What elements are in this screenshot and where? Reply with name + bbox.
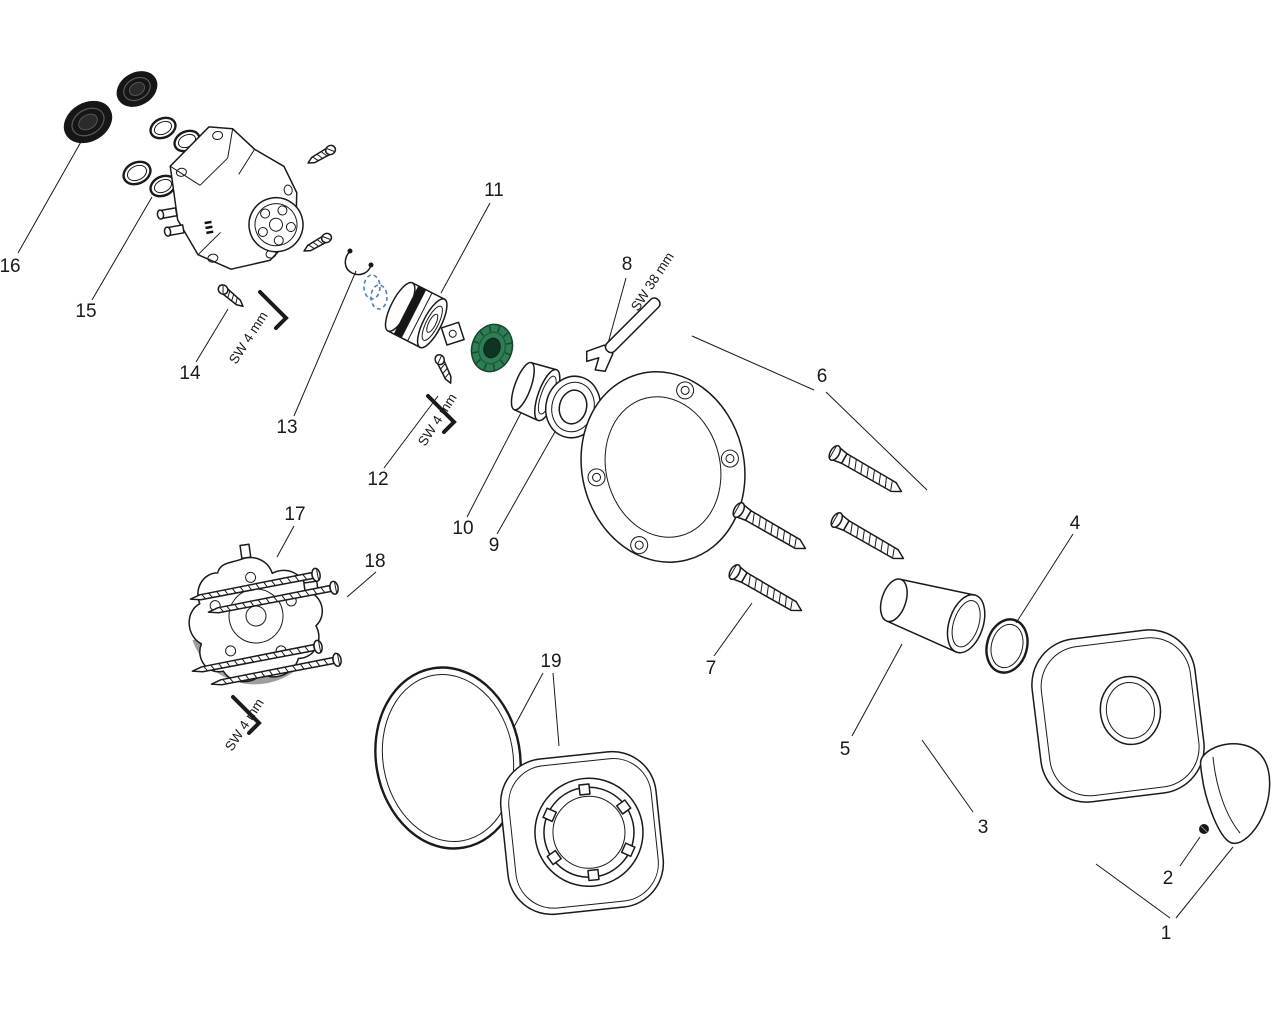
callout-2: 2: [1163, 868, 1174, 889]
callout-3: 3: [978, 817, 989, 838]
part-19-seal-ring: [374, 666, 522, 850]
part-7-screw-a: [730, 500, 811, 557]
leader-2: [1179, 836, 1201, 867]
callout-16: 16: [0, 256, 21, 277]
leader-1b: [1175, 846, 1234, 919]
part-11-cartridge: [384, 281, 465, 349]
callout-11: 11: [484, 180, 504, 201]
callout-17: 17: [284, 504, 305, 525]
part-4-o-ring: [985, 618, 1029, 674]
callout-15: 15: [75, 301, 96, 322]
part-6-screw-b: [828, 510, 909, 567]
callout-19: 19: [540, 651, 561, 672]
leader-18: [346, 571, 377, 598]
callout-1: 1: [1161, 923, 1172, 944]
leader-6b: [825, 391, 928, 491]
part-3-escutcheon: [1031, 629, 1205, 803]
part-19-escutcheon: [499, 750, 665, 916]
leader-lines: [17, 139, 1234, 919]
leader-19a: [513, 672, 544, 728]
callout-13: 13: [276, 417, 297, 438]
part-16-sealing-caps: [63, 71, 158, 144]
part-5-sleeve: [879, 578, 986, 654]
leader-7: [713, 602, 753, 657]
leader-10: [466, 406, 525, 518]
callout-8: 8: [622, 254, 633, 275]
part-2-screw: [1199, 824, 1209, 834]
leader-5: [851, 643, 903, 737]
leader-12: [383, 395, 439, 469]
leader-9: [496, 429, 557, 535]
part-9-trim-ring: [544, 375, 602, 439]
part-11-green-ring: [470, 323, 514, 373]
callout-14: 14: [179, 363, 201, 384]
leader-16: [17, 139, 83, 254]
leader-3: [921, 739, 974, 813]
leader-14: [195, 308, 229, 363]
callout-6: 6: [817, 366, 828, 387]
leader-17: [276, 525, 295, 558]
part-12-screw: [432, 352, 456, 386]
retainer-marker: [363, 274, 388, 310]
leader-13: [293, 270, 357, 417]
part-1-handle: [1199, 743, 1271, 844]
bracket-screw-b: [301, 230, 334, 256]
tool-label-sw4-top: SW 4 mm: [226, 309, 271, 367]
leader-15: [91, 196, 153, 301]
leader-11: [440, 202, 491, 294]
callout-10: 10: [452, 518, 473, 539]
callout-12: 12: [367, 469, 388, 490]
callout-7: 7: [706, 658, 717, 679]
bracket-screw-a: [305, 142, 338, 168]
leader-8: [606, 277, 627, 348]
part-6-mounting-plate: [580, 371, 746, 563]
leader-1a: [1095, 863, 1171, 919]
part-10-sleeve: [510, 361, 561, 422]
leader-4: [1015, 533, 1074, 624]
part-8-wrench: [585, 297, 661, 373]
callout-5: 5: [840, 739, 851, 760]
callout-9: 9: [489, 535, 500, 556]
callout-4: 4: [1070, 513, 1081, 534]
part-14-screw: [215, 282, 247, 311]
leader-6a: [691, 335, 815, 391]
basic-set-body: [156, 126, 304, 270]
part-13-clip: [344, 248, 374, 276]
callout-18: 18: [364, 551, 385, 572]
part-7-screw-b: [726, 562, 807, 619]
part-6-screw-a: [826, 443, 907, 500]
leader-19b: [552, 672, 560, 747]
